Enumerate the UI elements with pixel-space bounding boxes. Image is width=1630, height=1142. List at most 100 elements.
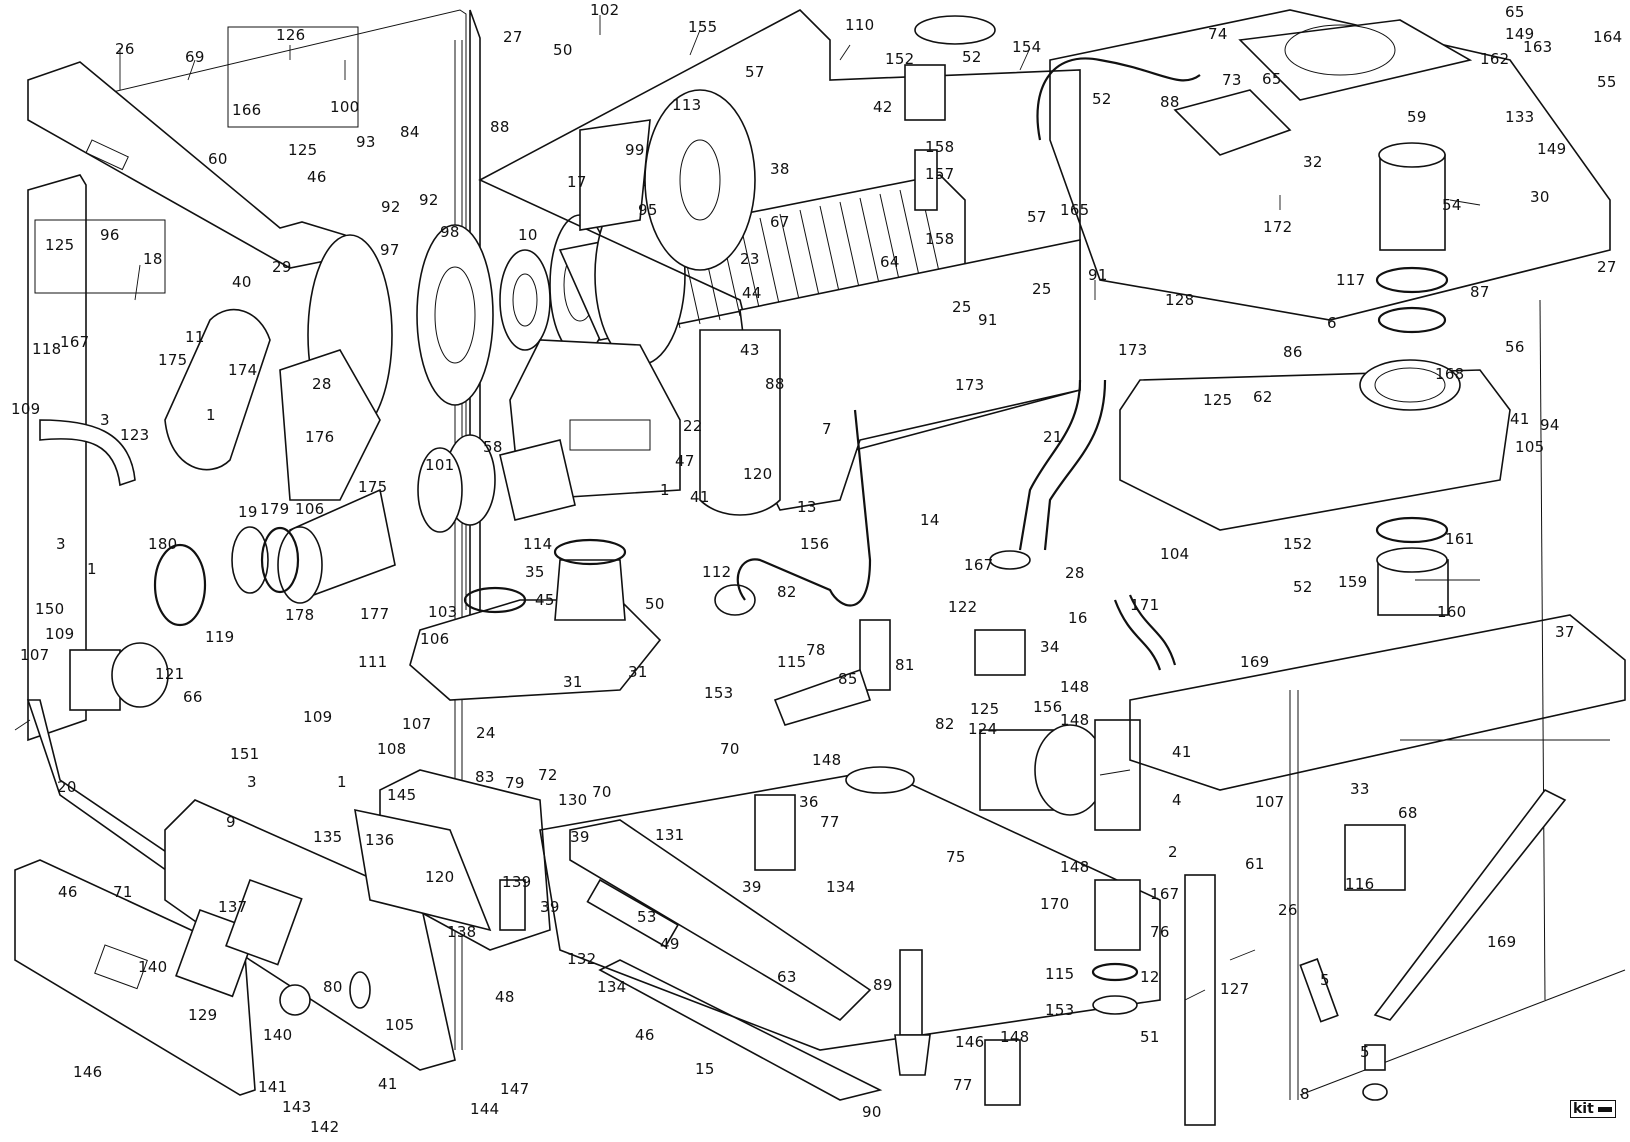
callout-27: 27 [503, 28, 523, 46]
callout-157: 157 [925, 165, 955, 183]
kit-badge: kit [1570, 1100, 1616, 1118]
callout-88c: 88 [1160, 93, 1180, 111]
callout-39c: 39 [540, 898, 560, 916]
callout-65: 65 [1505, 3, 1525, 21]
callout-112: 112 [702, 563, 732, 581]
callout-144: 144 [470, 1100, 500, 1118]
callout-126: 126 [276, 26, 306, 44]
callout-132: 132 [567, 950, 597, 968]
callout-176: 176 [305, 428, 335, 446]
callout-5b: 5 [1360, 1043, 1370, 1061]
callout-31b: 31 [628, 663, 648, 681]
callout-30: 30 [1530, 188, 1550, 206]
callout-5: 5 [1320, 971, 1330, 989]
callout-115: 115 [777, 653, 807, 671]
callout-121: 121 [155, 665, 185, 683]
callout-3: 3 [100, 411, 110, 429]
callout-1c: 1 [87, 560, 97, 578]
callout-149: 149 [1505, 25, 1535, 43]
callout-133: 133 [1505, 108, 1535, 126]
callout-41d: 41 [1172, 743, 1192, 761]
callout-148b: 148 [1060, 678, 1090, 696]
callout-76: 76 [1150, 923, 1170, 941]
callout-74: 74 [1208, 25, 1228, 43]
callout-19: 19 [238, 503, 258, 521]
callout-118: 118 [32, 340, 62, 358]
callout-109c: 109 [303, 708, 333, 726]
callout-141: 141 [258, 1078, 288, 1096]
callout-101: 101 [425, 456, 455, 474]
callout-160: 160 [1437, 603, 1467, 621]
wall-bracket-frame [1129, 614, 1626, 1021]
callout-11: 11 [185, 328, 205, 346]
callout-8: 8 [1300, 1085, 1310, 1103]
callout-155: 155 [688, 18, 718, 36]
callout-79: 79 [505, 774, 525, 792]
callout-106b: 106 [420, 630, 450, 648]
callout-163: 163 [1523, 38, 1553, 56]
condensing-module [1119, 359, 1511, 531]
callout-104: 104 [1160, 545, 1190, 563]
callout-3b: 3 [56, 535, 66, 553]
callout-84: 84 [400, 123, 420, 141]
callout-13: 13 [797, 498, 817, 516]
left-side-panel [26, 174, 181, 882]
callout-111: 111 [358, 653, 388, 671]
callout-70b: 70 [592, 783, 612, 801]
callout-108: 108 [377, 740, 407, 758]
terminal-board [569, 819, 883, 1101]
callout-63: 63 [777, 968, 797, 986]
callout-75: 75 [946, 848, 966, 866]
callout-105: 105 [385, 1016, 415, 1034]
callout-3c: 3 [247, 773, 257, 791]
callout-38: 38 [770, 160, 790, 178]
callout-46b: 46 [58, 883, 78, 901]
callout-162: 162 [1480, 50, 1510, 68]
callout-119: 119 [205, 628, 235, 646]
fittings [989, 550, 1141, 1015]
callout-2: 2 [1168, 843, 1178, 861]
callout-100: 100 [330, 98, 360, 116]
diverter-valve [974, 629, 1026, 676]
callout-39b: 39 [742, 878, 762, 896]
callout-14: 14 [920, 511, 940, 529]
callout-166: 166 [232, 101, 262, 119]
callout-170: 170 [1040, 895, 1070, 913]
callout-172: 172 [1263, 218, 1293, 236]
inset-box-ignition [34, 219, 166, 294]
callout-94: 94 [1540, 416, 1560, 434]
callout-46c: 46 [635, 1026, 655, 1044]
callout-138: 138 [447, 923, 477, 941]
callout-180: 180 [148, 535, 178, 553]
callout-27b: 27 [1597, 258, 1617, 276]
callout-93: 93 [356, 133, 376, 151]
callout-153: 153 [704, 684, 734, 702]
callout-90: 90 [862, 1103, 882, 1121]
callout-105b: 105 [1515, 438, 1545, 456]
callout-154: 154 [1012, 38, 1042, 56]
callout-45: 45 [535, 591, 555, 609]
callout-4: 4 [1172, 791, 1182, 809]
callout-59: 59 [1407, 108, 1427, 126]
callout-10: 10 [518, 226, 538, 244]
callout-135: 135 [313, 828, 343, 846]
callout-47: 47 [675, 452, 695, 470]
callout-42: 42 [873, 98, 893, 116]
callout-103: 103 [428, 603, 458, 621]
flue-adaptor [1375, 142, 1449, 616]
callout-152: 152 [885, 50, 915, 68]
callout-147: 147 [500, 1080, 530, 1098]
callout-48: 48 [495, 988, 515, 1006]
access-cover [164, 308, 381, 501]
callout-153b: 153 [1045, 1001, 1075, 1019]
callout-167: 167 [60, 333, 90, 351]
drain-pipe [1184, 874, 1216, 1126]
callout-167b: 167 [964, 556, 994, 574]
hose-154 [1036, 57, 1201, 141]
callout-67: 67 [770, 213, 790, 231]
callout-158: 158 [925, 138, 955, 156]
callout-77: 77 [820, 813, 840, 831]
callout-148c: 148 [1060, 711, 1090, 729]
callout-91: 91 [1088, 266, 1108, 284]
